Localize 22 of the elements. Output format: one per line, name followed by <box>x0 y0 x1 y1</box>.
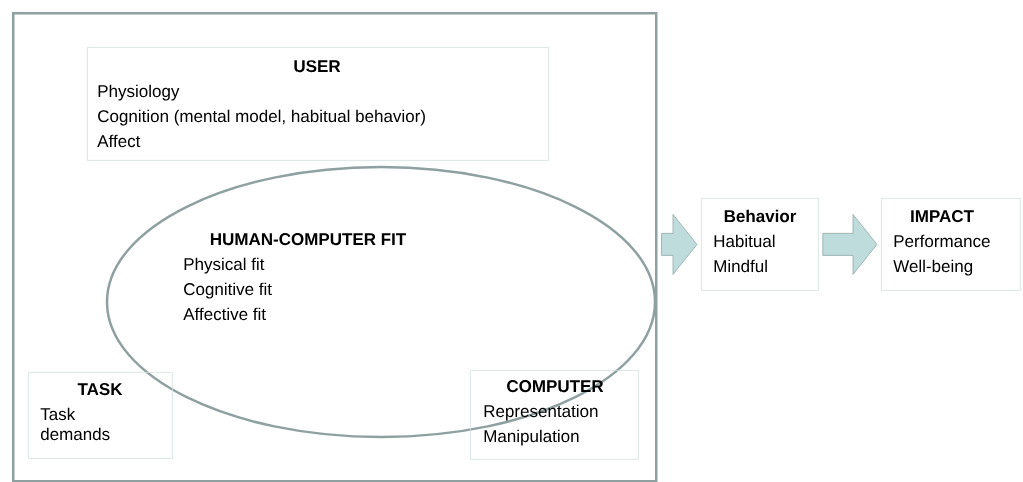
body-text: Physiology <box>98 84 180 101</box>
heading: Behavior <box>724 209 797 223</box>
block-arrow <box>822 214 878 275</box>
body-text: Mindful <box>714 259 767 273</box>
body-text: Cognitive fit <box>184 282 272 299</box>
frame-box <box>12 12 658 482</box>
body-text: Affective fit <box>183 307 266 321</box>
heading: HUMAN-COMPUTER FIT <box>210 233 406 246</box>
body-text: Physical fit <box>184 257 265 274</box>
body-text: Affect <box>97 134 141 148</box>
heading: USER <box>294 60 341 73</box>
body-text: Manipulation <box>484 429 579 446</box>
body-text: Representation <box>484 404 598 421</box>
heading: TASK <box>77 383 123 396</box>
body-text: Well-being <box>893 259 973 276</box>
block-arrow <box>661 214 698 275</box>
heading: COMPUTER <box>507 380 604 393</box>
body-text: Habitual <box>714 234 775 248</box>
body-text: Task demands <box>40 407 110 441</box>
heading: IMPACT <box>911 210 974 223</box>
body-text: Cognition (mental model, habitual behavior) <box>98 109 425 126</box>
body-text: Performance <box>894 234 990 248</box>
